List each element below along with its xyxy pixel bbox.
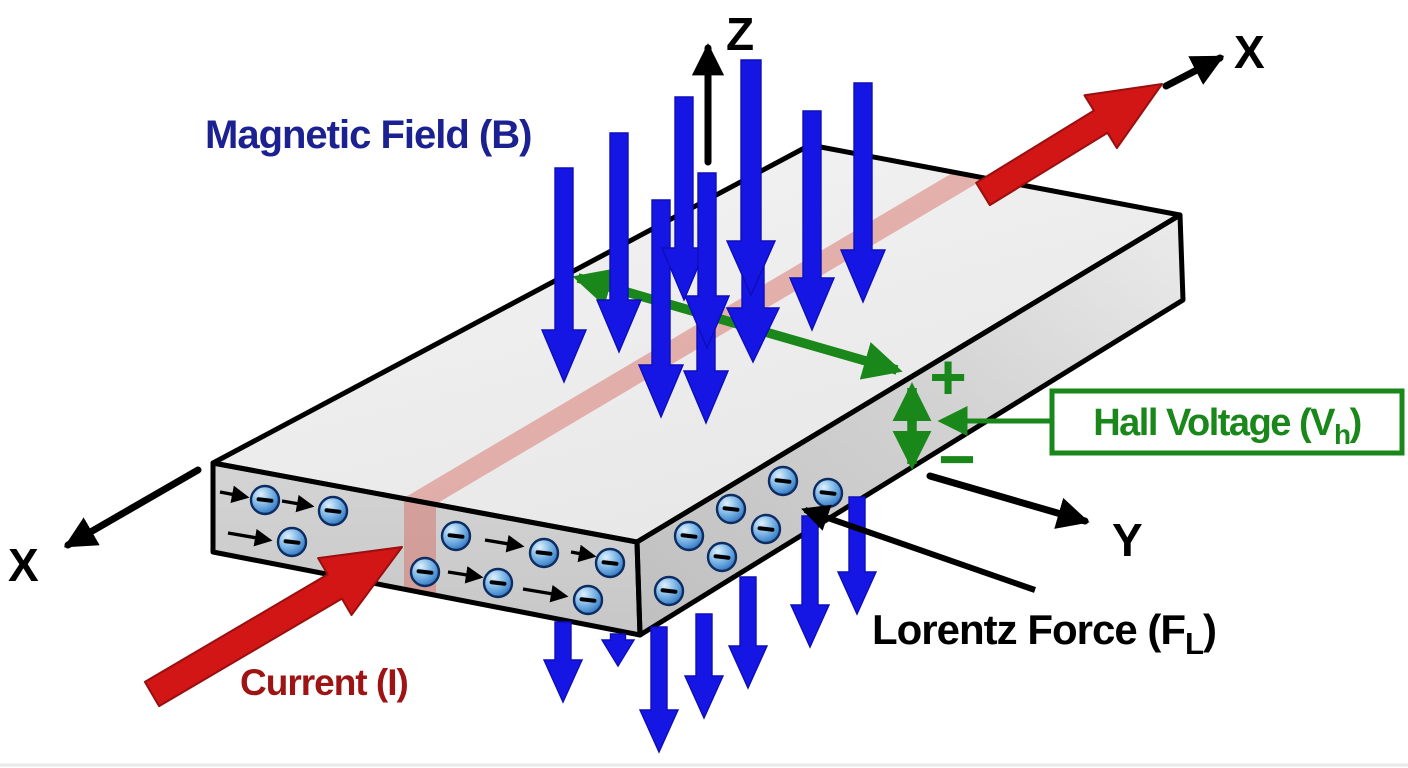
electron-minus-bar <box>535 550 553 556</box>
electron-icon <box>276 526 308 558</box>
electron-minus-bar <box>283 539 301 545</box>
x-axis-label-bottom: X <box>8 539 39 591</box>
electron-minus-bar <box>722 506 740 512</box>
magnetic-field-arrow <box>683 172 731 350</box>
current-label: Current (I) <box>240 662 408 703</box>
hall-voltage-callout: Hall Voltage (Vh) <box>1049 388 1405 456</box>
magnetic-field-arrow <box>542 621 584 704</box>
electron-icon <box>317 495 349 527</box>
electron-minus-bar <box>601 560 619 566</box>
x-axis-label-top: X <box>1234 26 1265 78</box>
magnetic-field-arrow <box>725 59 777 297</box>
y-axis-label: Y <box>1112 514 1143 566</box>
magnetic-field-arrow <box>540 167 588 384</box>
electron-icon <box>706 541 738 573</box>
hall-voltage-box <box>1049 388 1405 456</box>
electron-minus-bar <box>774 478 792 484</box>
electron-icon <box>715 493 747 525</box>
electron-minus-bar <box>819 490 837 496</box>
x-axis-arrow-bottom <box>63 466 202 549</box>
electron-motion-arrow <box>484 534 525 553</box>
magnetic-field-arrow <box>637 199 685 419</box>
electron-minus-bar <box>324 508 342 514</box>
magnetic-field-arrow <box>638 626 680 754</box>
y-axis-arrow <box>926 472 1090 529</box>
electrons-right-face <box>653 465 844 607</box>
electron-icon <box>594 547 626 579</box>
magnetic-field-arrow <box>660 96 708 302</box>
current-in-arrow <box>143 546 403 708</box>
electron-motion-arrow <box>227 528 273 547</box>
electron-minus-bar <box>416 569 434 575</box>
electron-motion-arrow <box>522 584 569 603</box>
electron-icon <box>673 520 705 552</box>
hall-voltage-label: Hall Voltage (Vh) <box>1093 402 1361 450</box>
magnetic-field-arrow <box>683 613 725 720</box>
electron-icon <box>653 575 685 607</box>
hall-voltage-label-sub: h <box>1334 419 1350 450</box>
electron-minus-bar <box>713 554 731 560</box>
magnetic-field-label: Magnetic Field (B) <box>205 113 531 157</box>
lorentz-force-label-main: Lorentz Force (F <box>872 606 1185 653</box>
electron-minus-bar <box>579 597 597 603</box>
lorentz-force-label: Lorentz Force (FL) <box>872 606 1216 661</box>
magnetic-field-arrows-below <box>542 496 878 754</box>
x-axis-arrow-top <box>1162 54 1225 90</box>
electron-motion-arrows <box>219 485 597 603</box>
magnetic-field-arrow <box>600 633 636 668</box>
electron-motion-arrow <box>219 485 250 504</box>
electrons-left-face <box>249 484 626 616</box>
electron-icon <box>767 465 799 497</box>
electron-icon <box>572 584 604 616</box>
electron-motion-arrow <box>570 544 597 563</box>
lorentz-force-pointer-line <box>801 504 1036 593</box>
magnetic-field-arrow <box>727 576 769 690</box>
hall-voltage-label-close: ) <box>1350 402 1361 444</box>
magnetic-field-arrow <box>839 82 887 304</box>
electron-minus-bar <box>660 588 678 594</box>
magnetic-field-arrow <box>788 110 836 332</box>
electron-minus-bar <box>256 497 274 503</box>
electron-icon <box>440 520 472 552</box>
hall-voltage-label-main: Hall Voltage (V <box>1093 402 1336 444</box>
slab-right-outline <box>634 212 1186 638</box>
electron-minus-bar <box>757 526 775 532</box>
electron-motion-arrow <box>447 566 484 584</box>
electron-minus-bar <box>447 533 465 539</box>
electron-minus-bar <box>489 580 507 586</box>
current-out-arrow <box>975 83 1163 207</box>
plus-sign: + <box>929 341 966 413</box>
electron-icon <box>249 484 281 516</box>
electron-icon <box>409 556 441 588</box>
electron-icon <box>750 513 782 545</box>
magnetic-field-arrows-above <box>540 59 887 425</box>
electron-icon <box>482 567 514 599</box>
electron-icon <box>528 537 560 569</box>
electron-icon <box>812 477 844 509</box>
lorentz-force-label-close: ) <box>1203 606 1216 653</box>
z-axis-label: Z <box>726 8 754 60</box>
coordinate-axes: Z X X Y <box>8 8 1265 591</box>
magnetic-field-arrow <box>595 132 643 354</box>
electron-motion-arrow <box>281 494 315 513</box>
electron-minus-bar <box>680 533 698 539</box>
magnetic-field-arrow <box>836 496 878 616</box>
lorentz-force-label-sub: L <box>1185 626 1203 661</box>
magnetic-field-arrow <box>789 515 831 649</box>
